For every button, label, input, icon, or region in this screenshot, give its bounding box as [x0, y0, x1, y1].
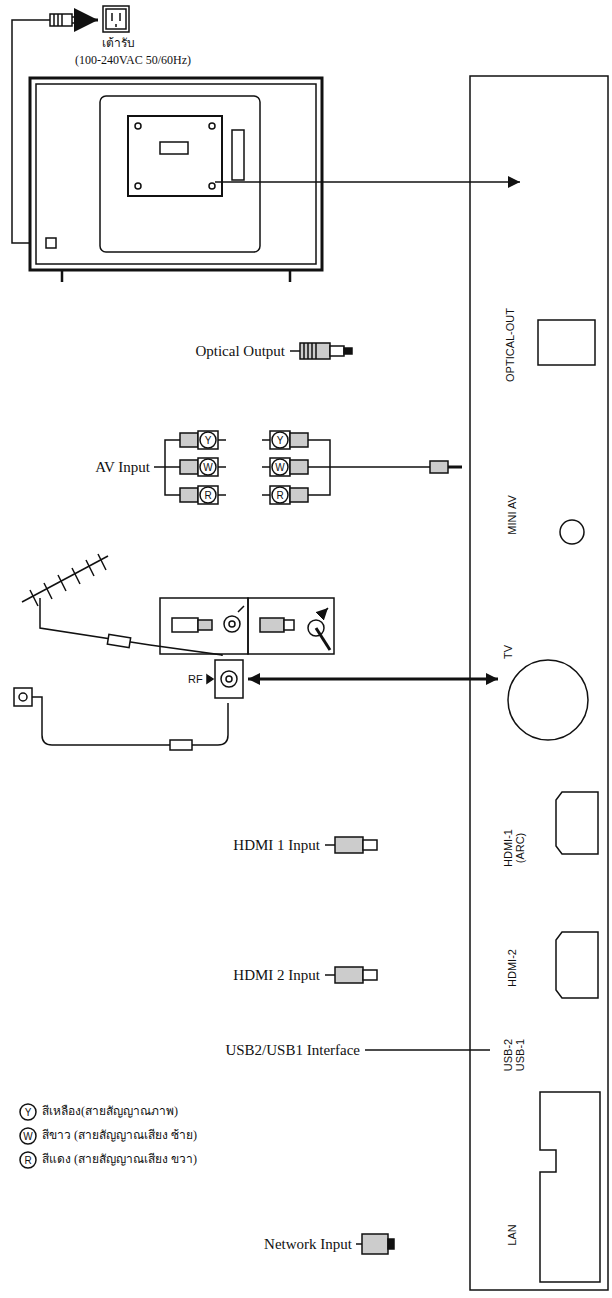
antenna-port: TV: [498, 640, 592, 744]
power-inlet: [46, 238, 56, 248]
connection-label: Network Input: [264, 1236, 352, 1253]
legend-markers: [20, 1104, 36, 1168]
mini-jack-tip: [448, 466, 462, 469]
optical-port: [538, 320, 595, 365]
port-label: TV: [502, 645, 514, 659]
outlet-slots: [112, 13, 120, 27]
tv-label-plate: [160, 142, 188, 154]
color-code-letter: Y: [277, 435, 284, 446]
power-outlet-label: เต้ารับ: [102, 37, 135, 50]
connection-label: HDMI 1 Input: [233, 837, 320, 854]
tv-feet: [62, 270, 290, 282]
mount-hole: [209, 123, 215, 129]
color-code-letter: W: [275, 462, 284, 473]
color-code-letter: R: [276, 490, 283, 501]
optical-plug-head: [330, 346, 344, 356]
connection-label: USB2/USB1 Interface: [225, 1042, 360, 1059]
optical-plug: [300, 343, 330, 359]
leader-line: [290, 350, 300, 352]
port-label: RF: [188, 673, 203, 685]
wall-mount-plate: [128, 116, 222, 196]
lan-port-area: [540, 1092, 600, 1282]
connection-label: AV Input: [95, 459, 150, 476]
connection-label: Optical Output: [195, 343, 285, 360]
coax-connection-arrow: [248, 678, 498, 681]
plug-arrow: [84, 19, 98, 22]
av-bracket: [154, 440, 180, 495]
legend-marker-letter: Y: [25, 1107, 32, 1118]
legend-text: สีเหลือง(สายสัญญาณภาพ): [42, 1105, 178, 1118]
optical-plug-tip: [344, 348, 352, 354]
port-label: OPTICAL-OUT: [504, 308, 516, 382]
wall-outlet: [103, 6, 129, 32]
rf-plug-insets: [160, 598, 334, 654]
tv-back-cover: [100, 96, 260, 252]
connection-label: HDMI 2 Input: [233, 967, 320, 984]
legend-marker-letter: W: [23, 1131, 32, 1142]
port-label: HDMI-2: [506, 949, 518, 987]
legend-text: สีขาว (สายสัญญาณเสียง ซ้าย): [42, 1129, 197, 1142]
mini-jack-plug: [430, 461, 448, 473]
leader-line: [365, 1049, 490, 1051]
port-label: MINI AV: [506, 495, 518, 535]
mount-hole: [209, 183, 215, 189]
color-code-letter: R: [204, 490, 211, 501]
rear-panel: [470, 76, 608, 1290]
tv-body: [30, 78, 322, 270]
port-label: USB-2 USB-1: [502, 1035, 526, 1075]
tv-frame: [36, 84, 316, 264]
hdmi-plugs: [325, 837, 377, 983]
hdmi-1-port: [556, 792, 598, 854]
antenna: [22, 554, 222, 656]
mount-hole: [135, 123, 141, 129]
rf-wall-plate: RF: [186, 656, 246, 702]
wall-antenna-socket: [14, 688, 228, 750]
zoom-arrow: [215, 181, 520, 183]
port-label: HDMI-1 (ARC): [502, 822, 526, 874]
mount-hole: [135, 183, 141, 189]
av-bracket: [308, 440, 430, 495]
rca-plugs: [180, 431, 308, 504]
color-code-letter: Y: [205, 435, 212, 446]
lan-plug: [356, 1234, 394, 1254]
plug-grip: [304, 343, 316, 359]
legend-text: สีแดง (สายสัญญาณเสียง ขวา): [42, 1153, 197, 1166]
hdmi-2-port: [556, 932, 598, 998]
legend-marker-letter: R: [24, 1155, 31, 1166]
voltage-rating: (100-240VAC 50/60Hz): [75, 54, 191, 67]
tv-side-ports: [232, 130, 244, 180]
plug-prongs: [54, 14, 80, 26]
outlet-face: [106, 9, 126, 29]
mini-av-port: [560, 520, 584, 544]
color-code-letter: W: [203, 462, 212, 473]
port-label: LAN: [506, 1224, 518, 1245]
